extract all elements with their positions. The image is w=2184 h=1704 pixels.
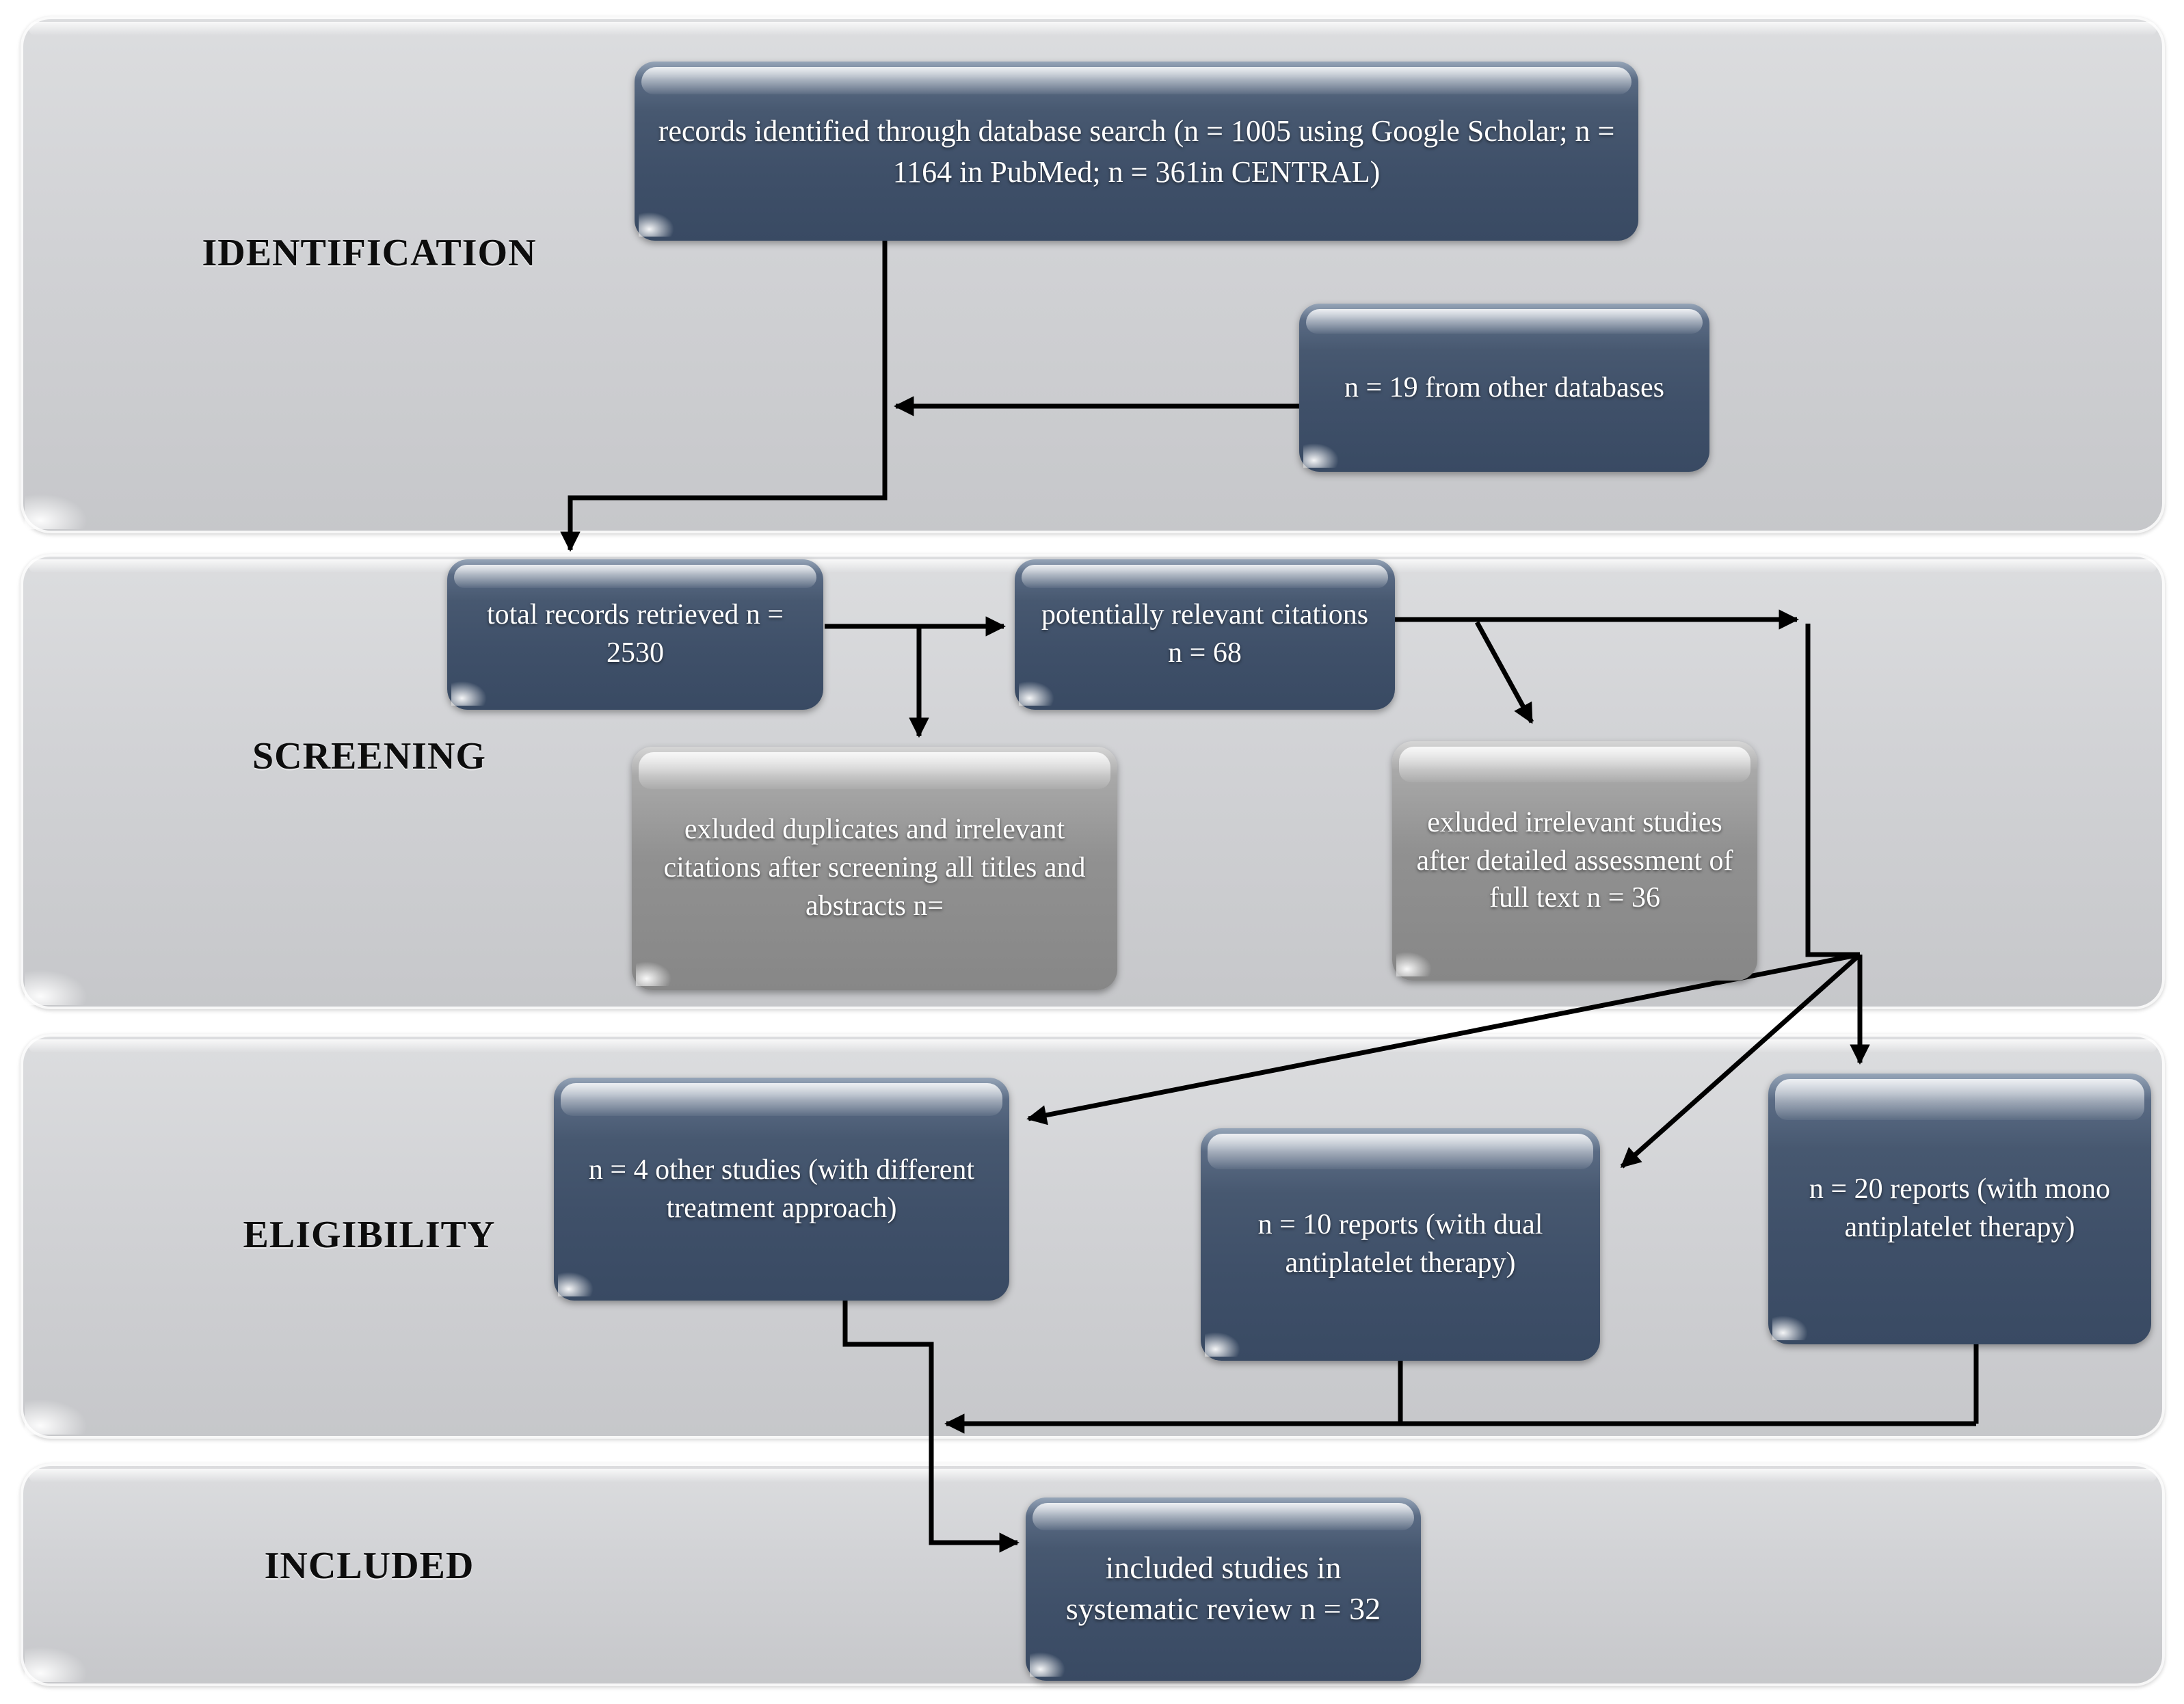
node-other-databases-text: n = 19 from other databases: [1344, 370, 1665, 403]
node-excluded-duplicates: exluded duplicates and irrelevant citati…: [632, 747, 1117, 990]
node-other-databases: n = 19 from other databases: [1299, 304, 1709, 472]
node-other-studies: n = 4 other studies (with different trea…: [554, 1078, 1009, 1301]
node-mono-therapy: n = 20 reports (with mono antiplatelet t…: [1768, 1074, 2151, 1344]
node-total-records-text: total records retrieved n = 2530: [486, 598, 784, 669]
node-potentially-relevant: potentially relevant citations n = 68: [1015, 559, 1395, 710]
stage-label-included: INCLUDED: [264, 1545, 475, 1588]
node-included-studies: included studies in systematic review n …: [1026, 1497, 1421, 1681]
node-total-records: total records retrieved n = 2530: [447, 559, 823, 710]
node-records-identified-text: records identified through database sear…: [658, 114, 1615, 188]
stage-label-identification: IDENTIFICATION: [202, 232, 537, 275]
node-excluded-irrelevant: exluded irrelevant studies after detaile…: [1392, 741, 1757, 981]
node-dual-therapy-text: n = 10 reports (with dual antiplatelet t…: [1257, 1208, 1543, 1279]
node-records-identified: records identified through database sear…: [635, 62, 1638, 241]
stage-label-eligibility: ELIGIBILITY: [243, 1214, 496, 1257]
node-dual-therapy: n = 10 reports (with dual antiplatelet t…: [1201, 1128, 1600, 1361]
stage-label-screening: SCREENING: [252, 736, 486, 778]
node-included-studies-text: included studies in systematic review n …: [1065, 1550, 1381, 1626]
node-mono-therapy-text: n = 20 reports (with mono antiplatelet t…: [1809, 1172, 2111, 1243]
node-excluded-duplicates-text: exluded duplicates and irrelevant citati…: [663, 812, 1086, 922]
node-excluded-irrelevant-text: exluded irrelevant studies after detaile…: [1416, 805, 1733, 914]
node-potentially-relevant-text: potentially relevant citations n = 68: [1041, 598, 1369, 669]
node-other-studies-text: n = 4 other studies (with different trea…: [588, 1152, 975, 1223]
